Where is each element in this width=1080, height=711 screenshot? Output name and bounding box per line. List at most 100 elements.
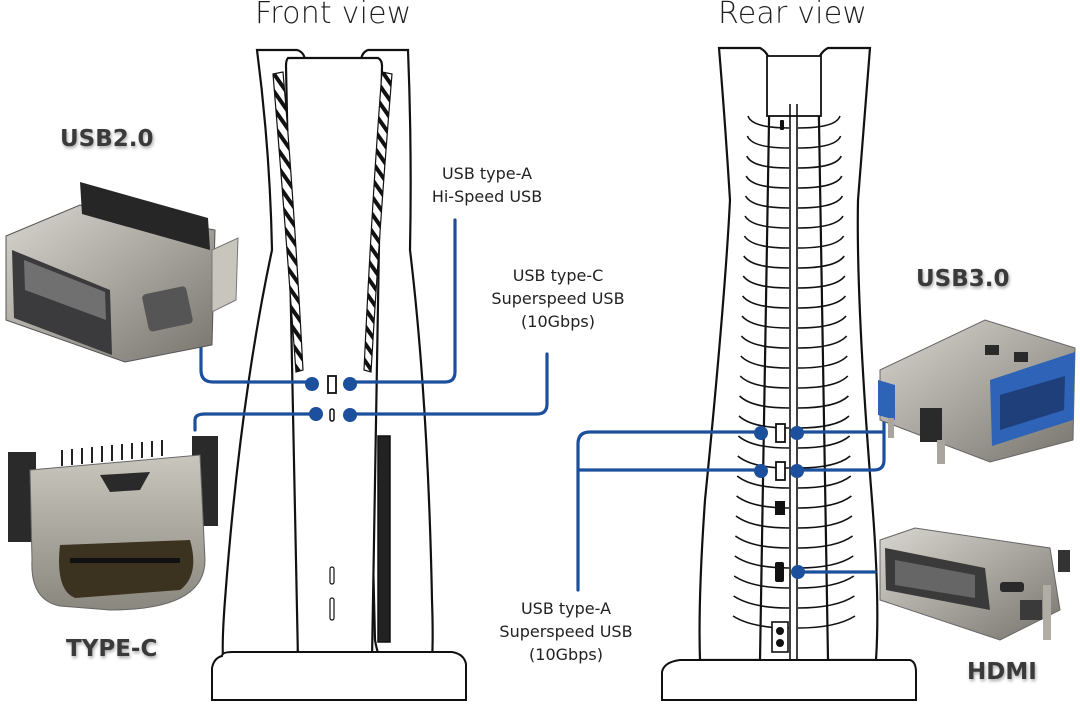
- usb2-connector-image: [5, 182, 239, 363]
- dot-hdmi: [791, 565, 805, 579]
- rear-fin: [797, 255, 845, 269]
- rear-usb-a-port-1: [775, 423, 786, 443]
- rear-fin: [741, 315, 790, 329]
- rear-fin: [735, 515, 790, 529]
- disc-slot: [377, 435, 391, 643]
- rear-fin: [741, 295, 790, 309]
- usb3-connector-image: [878, 319, 1076, 464]
- hdmi-connector-image: [879, 527, 1070, 641]
- rear-fin: [797, 615, 856, 629]
- rear-fin: [745, 175, 790, 189]
- label-typec: TYPE-C: [66, 636, 158, 662]
- rear-fin: [743, 255, 790, 269]
- front-button-2: [329, 597, 335, 621]
- rear-fin: [797, 275, 846, 289]
- rear-fin: [739, 395, 790, 409]
- rear-top-panel: [766, 55, 822, 117]
- line-rear-left: [576, 430, 762, 592]
- line-front-usb-c: [348, 352, 549, 416]
- label-hdmi: HDMI: [967, 659, 1037, 685]
- rear-fin: [742, 275, 790, 289]
- caption-line: Superspeed USB: [491, 289, 625, 308]
- rear-fin: [740, 355, 790, 369]
- rear-console: [661, 46, 917, 701]
- rear-fin: [740, 335, 790, 349]
- rear-stand: [661, 659, 917, 701]
- rear-fin: [733, 595, 790, 609]
- rear-fin: [797, 335, 848, 349]
- rear-fin: [797, 135, 842, 149]
- rear-fin: [797, 195, 844, 209]
- caption-front-usb-a: USB type-A Hi-Speed USB: [412, 162, 562, 208]
- connector-lines: [193, 218, 886, 592]
- typec-connector-image: [8, 436, 218, 611]
- rear-fin: [746, 135, 790, 149]
- front-console: [211, 48, 467, 701]
- rear-hdmi-port: [775, 562, 784, 582]
- rear-fin: [797, 235, 845, 249]
- rear-fin: [743, 235, 790, 249]
- rear-fin: [797, 435, 851, 449]
- rear-fin: [744, 215, 790, 229]
- rear-fin: [734, 535, 790, 549]
- power-pin-1: [776, 627, 784, 635]
- rear-fin: [797, 515, 853, 529]
- rear-fin: [737, 435, 790, 449]
- caption-line: Superspeed USB: [499, 622, 633, 641]
- dot-rear-usb-1-right: [790, 426, 804, 440]
- power-pin-2: [776, 639, 784, 647]
- rear-fin: [797, 295, 847, 309]
- rear-view-title: Rear view: [718, 0, 868, 31]
- caption-line: USB type-A: [441, 164, 533, 183]
- rear-fin: [797, 475, 852, 489]
- rear-right-shell: [816, 46, 879, 662]
- line-usb2: [199, 318, 314, 384]
- rear-fin: [746, 155, 790, 169]
- dot-rear-usb-2-right: [790, 464, 804, 478]
- rear-fin: [797, 575, 855, 589]
- rear-fin: [797, 495, 852, 509]
- label-usb3: USB3.0: [916, 266, 1010, 292]
- rear-top-slot: [780, 120, 784, 130]
- caption-line: Hi-Speed USB: [431, 187, 543, 206]
- caption-line: (10Gbps): [529, 645, 603, 664]
- rear-fin: [797, 595, 855, 609]
- front-usb-a-port: [327, 375, 337, 394]
- front-left-vent: [272, 71, 304, 373]
- caption-rear-usb-a: USB type-A Superspeed USB (10Gbps): [496, 597, 636, 666]
- rear-fin: [797, 375, 849, 389]
- dot-rear-usb-2-left: [754, 464, 768, 478]
- rear-fin: [797, 395, 849, 409]
- front-view-title: Front view: [255, 0, 412, 31]
- dot-front-usb-a-left: [305, 377, 319, 391]
- label-usb2: USB2.0: [60, 126, 154, 152]
- line-typec: [193, 412, 314, 432]
- rear-fin: [797, 215, 844, 229]
- rear-left-shell: [698, 46, 772, 662]
- dot-front-usb-c-right: [343, 408, 357, 422]
- front-stand: [211, 651, 467, 701]
- rear-usb-a-port-2: [775, 461, 786, 481]
- connector-dots: [305, 377, 805, 579]
- rear-fin: [797, 355, 848, 369]
- caption-line: (10Gbps): [521, 312, 595, 331]
- dot-front-usb-c-left: [309, 407, 323, 421]
- rear-fin: [797, 415, 850, 429]
- dot-rear-usb-1-left: [754, 426, 768, 440]
- rear-fin: [797, 155, 842, 169]
- rear-fin: [797, 315, 847, 329]
- rear-fin: [744, 195, 790, 209]
- line-front-usb-a: [348, 218, 457, 384]
- rear-fin: [797, 115, 841, 129]
- rear-fin: [797, 555, 854, 569]
- rear-fin: [739, 375, 790, 389]
- caption-line: USB type-A: [520, 599, 612, 618]
- front-usb-c-port: [329, 408, 335, 422]
- rear-power-port: [771, 621, 789, 653]
- rear-fin: [797, 455, 851, 469]
- caption-front-usb-c: USB type-C Superspeed USB (10Gbps): [488, 264, 628, 333]
- rear-ethernet-port: [775, 501, 785, 515]
- rear-fin: [733, 575, 790, 589]
- line-rear-right: [796, 418, 886, 472]
